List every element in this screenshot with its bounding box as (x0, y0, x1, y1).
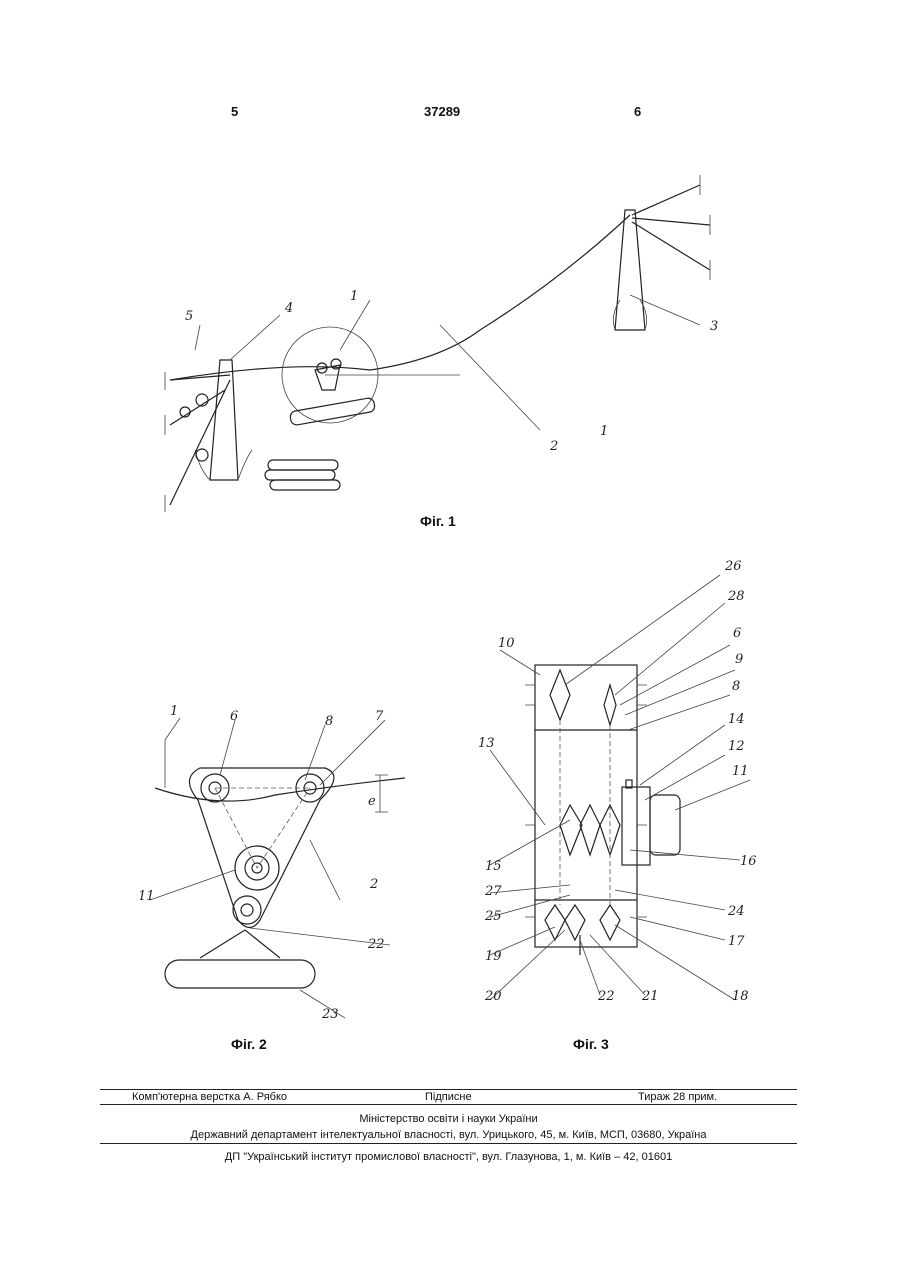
svg-text:27: 27 (484, 884, 502, 899)
svg-text:24: 24 (727, 904, 745, 919)
figure-2-caption: Фіг. 2 (231, 1036, 267, 1052)
svg-text:2: 2 (549, 439, 558, 454)
figure-3-drawing: 26 28 6 9 8 10 14 12 11 13 16 15 27 25 2… (470, 555, 770, 1015)
figure-1-drawing: 5 4 1 2 1 3 (140, 150, 740, 540)
typesetting-credit: Комп'ютерна верстка А. Рябко (132, 1091, 287, 1103)
svg-text:1: 1 (600, 424, 608, 439)
circulation-note: Тираж 28 прим. (638, 1091, 717, 1103)
svg-text:23: 23 (321, 1007, 339, 1022)
footer-rule-middle (100, 1104, 797, 1105)
svg-text:8: 8 (732, 679, 740, 694)
figure-2-drawing: e 1 6 8 7 2 11 22 23 (140, 700, 420, 1030)
institute-line: ДП "Український інститут промислової вла… (100, 1151, 797, 1163)
department-line: Державний департамент інтелектуальної вл… (100, 1129, 797, 1141)
svg-text:22: 22 (597, 989, 615, 1004)
svg-text:4: 4 (284, 301, 293, 316)
signed-note: Підписне (425, 1091, 472, 1103)
figure-3-caption: Фіг. 3 (573, 1036, 609, 1052)
svg-text:15: 15 (485, 859, 502, 874)
page-number-right: 6 (634, 104, 641, 119)
svg-text:11: 11 (140, 889, 155, 904)
svg-text:6: 6 (733, 626, 741, 641)
footer-rule-bottom (100, 1143, 797, 1144)
svg-text:18: 18 (732, 989, 749, 1004)
svg-text:12: 12 (728, 739, 745, 754)
svg-text:1: 1 (170, 704, 178, 719)
svg-text:10: 10 (498, 636, 515, 651)
svg-text:22: 22 (367, 937, 385, 952)
svg-text:8: 8 (325, 714, 333, 729)
footer-rule-top (100, 1089, 797, 1090)
page-number-left: 5 (231, 104, 238, 119)
svg-text:21: 21 (641, 989, 659, 1004)
svg-text:25: 25 (484, 909, 502, 924)
svg-text:5: 5 (185, 309, 193, 324)
svg-text:e: e (368, 794, 376, 809)
patent-number: 37289 (424, 104, 460, 119)
svg-text:7: 7 (375, 709, 384, 724)
svg-text:20: 20 (484, 989, 502, 1004)
svg-text:19: 19 (485, 949, 502, 964)
svg-text:13: 13 (478, 736, 495, 751)
svg-text:9: 9 (735, 652, 743, 667)
ministry-line: Міністерство освіти і науки України (100, 1113, 797, 1125)
svg-text:1: 1 (350, 289, 358, 304)
svg-text:2: 2 (369, 877, 378, 892)
svg-text:6: 6 (230, 709, 238, 724)
svg-text:3: 3 (710, 319, 718, 334)
svg-text:14: 14 (728, 712, 745, 727)
svg-text:26: 26 (724, 559, 742, 574)
figure-1-caption: Фіг. 1 (420, 513, 456, 529)
svg-text:11: 11 (732, 764, 749, 779)
svg-text:16: 16 (740, 854, 757, 869)
svg-text:17: 17 (728, 934, 745, 949)
svg-text:28: 28 (727, 589, 745, 604)
